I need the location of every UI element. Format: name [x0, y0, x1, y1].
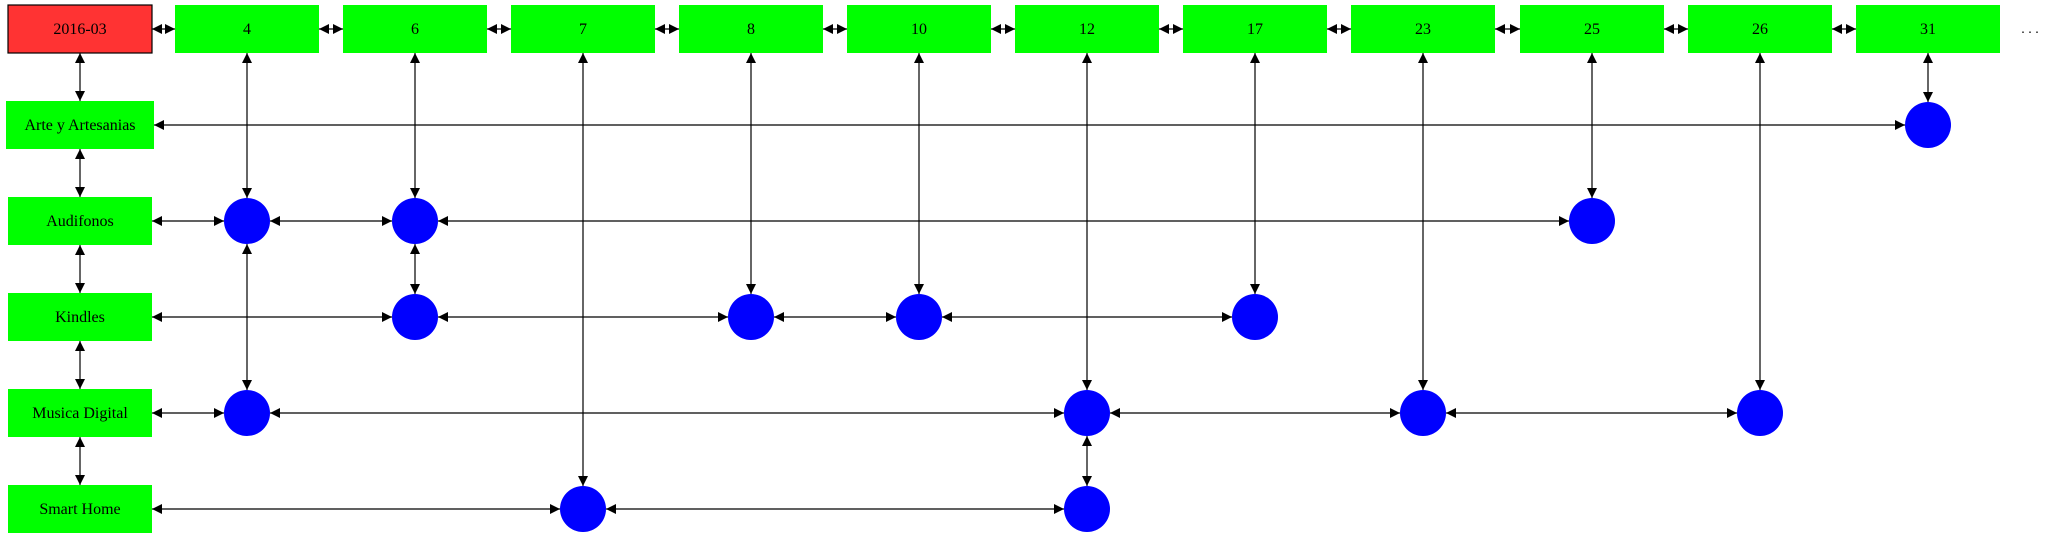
- column-node-12-label: 12: [1079, 21, 1095, 38]
- row-node-r_sh-label: Smart Home: [39, 501, 120, 518]
- dot-r_sh-c7[interactable]: [560, 486, 606, 532]
- column-node-6-label: 6: [411, 21, 419, 38]
- column-node-25-box: [1520, 5, 1664, 53]
- column-node-10[interactable]: 10: [847, 5, 991, 53]
- column-node-25-label: 25: [1584, 21, 1600, 38]
- row-node-r_sh-box: [8, 485, 152, 533]
- row-node-r_kin-box: [8, 293, 152, 341]
- trailing-ellipsis: . . .: [2021, 22, 2039, 37]
- row-node-r_arte[interactable]: Arte y Artesanias: [6, 101, 154, 149]
- dot-r_mus-c4[interactable]: [224, 390, 270, 436]
- column-node-31-label: 31: [1920, 21, 1936, 38]
- column-node-17-box: [1183, 5, 1327, 53]
- column-node-8-label: 8: [747, 21, 755, 38]
- dot-r_kin-c8[interactable]: [728, 294, 774, 340]
- column-node-10-label: 10: [911, 21, 927, 38]
- column-node-12-box: [1015, 5, 1159, 53]
- column-node-17-label: 17: [1247, 21, 1263, 38]
- row-node-r_sh[interactable]: Smart Home: [8, 485, 152, 533]
- row-node-r_mus-label: Musica Digital: [32, 405, 128, 422]
- column-node-25[interactable]: 25: [1520, 5, 1664, 53]
- column-node-31[interactable]: 31: [1856, 5, 2000, 53]
- column-node-7-box: [511, 5, 655, 53]
- column-node-6-box: [343, 5, 487, 53]
- dot-r_kin-c17[interactable]: [1232, 294, 1278, 340]
- column-node-4-label: 4: [243, 21, 251, 38]
- dot-r_mus-c26[interactable]: [1737, 390, 1783, 436]
- row-node-r_kin[interactable]: Kindles: [8, 293, 152, 341]
- column-node-26[interactable]: 26: [1688, 5, 1832, 53]
- dot-r_aud-c4[interactable]: [224, 198, 270, 244]
- dot-r_mus-c23[interactable]: [1400, 390, 1446, 436]
- column-node-7[interactable]: 7: [511, 5, 655, 53]
- column-node-12[interactable]: 12: [1015, 5, 1159, 53]
- column-node-4-box: [175, 5, 319, 53]
- column-node-17[interactable]: 17: [1183, 5, 1327, 53]
- column-node-4[interactable]: 4: [175, 5, 319, 53]
- row-node-r_mus-box: [8, 389, 152, 437]
- row-node-r_mus[interactable]: Musica Digital: [8, 389, 152, 437]
- column-node-31-box: [1856, 5, 2000, 53]
- dot-r_aud-c25[interactable]: [1569, 198, 1615, 244]
- root-node-2016-03-label: 2016-03: [53, 21, 106, 38]
- row-node-r_aud-label: Audifonos: [46, 213, 114, 230]
- dot-r_mus-c12[interactable]: [1064, 390, 1110, 436]
- edges-layer: [75, 24, 1933, 514]
- column-node-8-box: [679, 5, 823, 53]
- column-node-7-label: 7: [579, 21, 587, 38]
- column-node-6[interactable]: 6: [343, 5, 487, 53]
- column-node-26-label: 26: [1752, 21, 1768, 38]
- root-node-2016-03[interactable]: 2016-03: [7, 4, 153, 54]
- column-node-10-box: [847, 5, 991, 53]
- row-node-r_arte-label: Arte y Artesanias: [24, 117, 135, 134]
- dot-r_kin-c6[interactable]: [392, 294, 438, 340]
- dot-r_kin-c10[interactable]: [896, 294, 942, 340]
- root-node-2016-03-box: [7, 4, 153, 54]
- dot-r_sh-c12[interactable]: [1064, 486, 1110, 532]
- row-node-r_arte-box: [6, 101, 154, 149]
- row-node-r_aud[interactable]: Audifonos: [8, 197, 152, 245]
- row-node-r_aud-box: [8, 197, 152, 245]
- column-node-8[interactable]: 8: [679, 5, 823, 53]
- column-node-23-box: [1351, 5, 1495, 53]
- dot-r_aud-c6[interactable]: [392, 198, 438, 244]
- column-node-23[interactable]: 23: [1351, 5, 1495, 53]
- dot-r_arte-c31[interactable]: [1905, 102, 1951, 148]
- column-node-26-box: [1688, 5, 1832, 53]
- column-node-23-label: 23: [1415, 21, 1431, 38]
- row-node-r_kin-label: Kindles: [55, 309, 105, 326]
